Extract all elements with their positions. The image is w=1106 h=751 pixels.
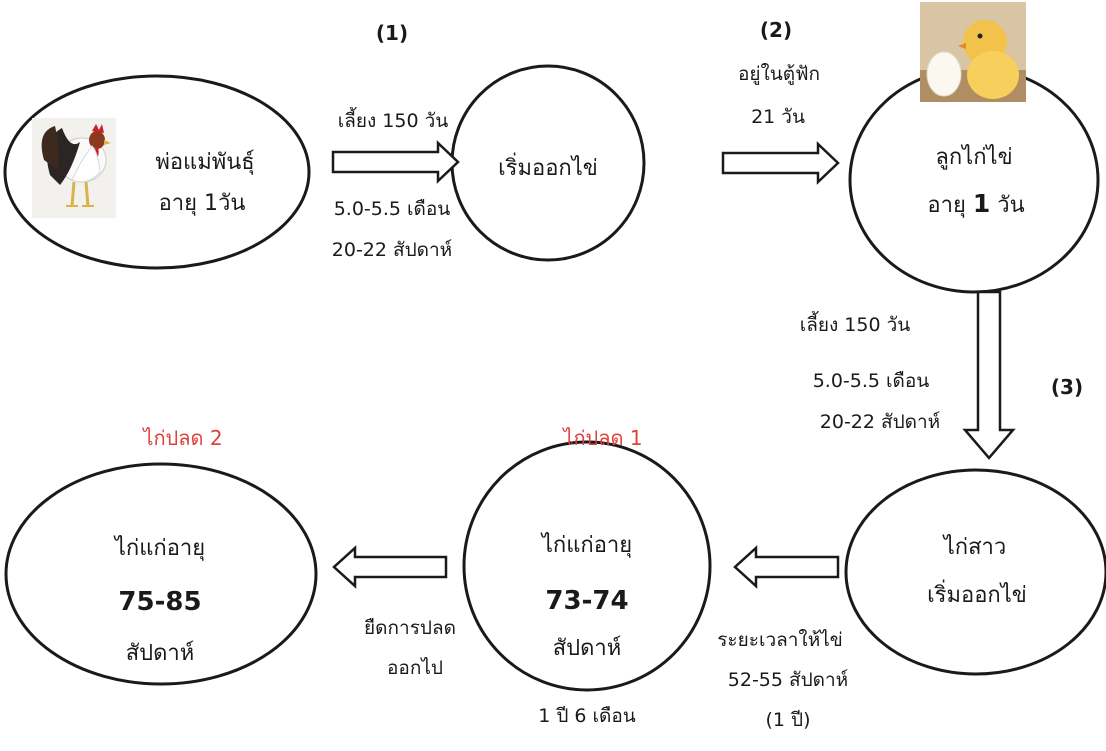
edge-5-line-2: ออกไป (387, 657, 443, 679)
cull-2-label: ไก่ปลด 2 (141, 426, 222, 450)
old-hen-1-title: ไก่แก่อายุ (540, 532, 632, 558)
edge-3-line-2: 5.0-5.5 เดือน (813, 370, 930, 392)
arrow-2 (721, 141, 840, 185)
duration-label: 1 ปี 6 เดือน (538, 705, 636, 727)
edge-1-top: เลี้ยง 150 วัน (338, 107, 449, 132)
parents-age: อายุ 1วัน (159, 191, 246, 216)
edge-3-line-1: เลี้ยง 150 วัน (800, 311, 911, 336)
cull-1-label: ไก่ปลด 1 (561, 426, 642, 450)
old-hen-1-age: 73-74 (545, 586, 628, 616)
pullet-title: ไก่สาว (942, 534, 1007, 560)
edge-1-bottom-2: 20-22 สัปดาห์ (332, 239, 452, 261)
old-hen-1-unit: สัปดาห์ (553, 636, 622, 661)
pullet-subtitle: เริ่มออกไข่ (927, 579, 1027, 608)
step-label-2: (2) (760, 18, 792, 42)
edge-1-bottom-1: 5.0-5.5 เดือน (334, 198, 451, 220)
chick-egg-image (920, 2, 1026, 102)
node-old-hen-2 (4, 462, 318, 686)
node-old-hen-1 (462, 440, 712, 692)
rooster-image (32, 118, 116, 218)
old-hen-2-age: 75-85 (118, 587, 201, 617)
old-hen-2-unit: สัปดาห์ (126, 641, 195, 666)
step-label-3: (3) (1051, 375, 1083, 399)
old-hen-2-title: ไก่แก่อายุ (113, 535, 205, 561)
node-pullet (844, 468, 1106, 676)
arrow-1 (331, 140, 460, 184)
chick-title: ลูกไก่ไข่ (935, 144, 1012, 170)
edge-2-top-1: อยู่ในตู้ฟัก (738, 63, 820, 85)
chick-age: อายุ 1 วัน (927, 189, 1024, 218)
edge-4-line-3: (1 ปี) (765, 709, 810, 731)
parents-title: พ่อแม่พันธุ์ (155, 150, 254, 175)
edge-4-line-2: 52-55 สัปดาห์ (728, 669, 848, 691)
start-laying-title: เริ่มออกไข่ (498, 152, 598, 181)
arrow-3 (962, 290, 1016, 460)
arrow-5 (332, 545, 448, 589)
edge-3-line-3: 20-22 สัปดาห์ (820, 411, 940, 433)
edge-4-line-1: ระยะเวลาให้ไข่ (717, 629, 843, 651)
edge-2-top-2: 21 วัน (751, 106, 805, 128)
step-label-1: (1) (376, 21, 408, 45)
edge-5-line-1: ยืดการปลด (364, 617, 456, 639)
arrow-4 (733, 545, 840, 589)
